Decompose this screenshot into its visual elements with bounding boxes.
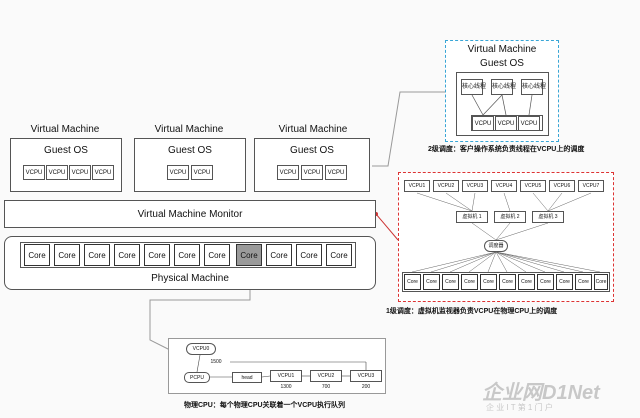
core-8-highlighted: Core bbox=[236, 244, 262, 266]
vm1-vcpu-2: VCPU bbox=[46, 165, 68, 180]
pcpu-queue-1: VCPU1 bbox=[270, 370, 302, 382]
pcpu-head: head bbox=[232, 372, 262, 383]
pcpu-label: PCPU bbox=[184, 372, 210, 383]
pcpu-num-1300: 1300 bbox=[280, 384, 292, 390]
physical-machine-label: Physical Machine bbox=[151, 273, 229, 284]
level1-vcpu-row: VCPU1 VCPU2 VCPU3 VCPU4 VCPU5 VCPU6 VCPU… bbox=[404, 180, 610, 194]
l1-vm-3: 虚拟机 3 bbox=[532, 211, 564, 223]
vm2-guest-os: Guest OS bbox=[168, 145, 212, 156]
l1-core-8: Core bbox=[537, 274, 554, 290]
l1-core-6: Core bbox=[499, 274, 516, 290]
vm3-guest-os: Guest OS bbox=[290, 145, 334, 156]
l1-vcpu-3: VCPU3 bbox=[462, 180, 488, 192]
core-10: Core bbox=[296, 244, 322, 266]
vm1-label: Virtual Machine bbox=[30, 124, 100, 135]
core-3: Core bbox=[84, 244, 110, 266]
vm2-vcpu-1: VCPU bbox=[167, 165, 189, 180]
pcpu-num-200: 200 bbox=[361, 384, 371, 390]
watermark-logo: 企业网D1Net bbox=[482, 382, 600, 404]
vm3-label: Virtual Machine bbox=[278, 124, 348, 135]
vm1-guest-os: Guest OS bbox=[44, 145, 88, 156]
vm1-vcpu-3: VCPU bbox=[69, 165, 91, 180]
pcpu-vcpu0: VCPU0 bbox=[186, 343, 216, 355]
level2-vcpu-1: VCPU bbox=[472, 116, 494, 131]
l1-core-9: Core bbox=[556, 274, 573, 290]
pcpu-num-700: 700 bbox=[321, 384, 331, 390]
pcpu-queue-3: VCPU3 bbox=[350, 370, 382, 382]
pcpu-caption: 物理CPU：每个物理CPU关联着一个VCPU执行队列 bbox=[184, 402, 346, 409]
level2-vm-label: Virtual Machine bbox=[467, 44, 537, 55]
vm2-label: Virtual Machine bbox=[154, 124, 224, 135]
thread-box-3: 核心线程 bbox=[521, 79, 546, 95]
l1-vcpu-6: VCPU6 bbox=[549, 180, 575, 192]
pcpu-panel bbox=[168, 338, 386, 394]
core-6: Core bbox=[174, 244, 200, 266]
pcpu-num-1500: 1500 bbox=[210, 359, 222, 365]
core-2: Core bbox=[54, 244, 80, 266]
level2-vcpu-2: VCPU bbox=[495, 116, 517, 131]
l1-vm-1: 虚拟机 1 bbox=[456, 211, 488, 223]
vm3-vcpu-2: VCPU bbox=[301, 165, 323, 180]
level2-vcpu-3: VCPU bbox=[518, 116, 540, 131]
l1-core-10: Core bbox=[575, 274, 592, 290]
l1-vcpu-2: VCPU2 bbox=[433, 180, 459, 192]
level2-panel: Virtual Machine Guest OS 核心线程 核心线程 核心线程 … bbox=[445, 40, 559, 142]
vm2-box: Guest OS VCPU VCPU bbox=[134, 138, 246, 192]
core-4: Core bbox=[114, 244, 140, 266]
l1-vcpu-7: VCPU7 bbox=[578, 180, 604, 192]
core-7: Core bbox=[204, 244, 230, 266]
vm3-vcpu-3: VCPU bbox=[325, 165, 347, 180]
vm3-vcpu-1: VCPU bbox=[277, 165, 299, 180]
core-5: Core bbox=[144, 244, 170, 266]
l1-vcpu-1: VCPU1 bbox=[404, 180, 430, 192]
vmm-bar: Virtual Machine Monitor bbox=[4, 200, 376, 228]
l1-core-7: Core bbox=[518, 274, 535, 290]
level2-arrows bbox=[471, 94, 533, 116]
vm1-vcpu-1: VCPU bbox=[23, 165, 45, 180]
l1-vcpu-5: VCPU5 bbox=[520, 180, 546, 192]
vmm-label: Virtual Machine Monitor bbox=[137, 209, 243, 220]
l1-core-1: Core bbox=[404, 274, 421, 290]
level2-caption: 2级调度：客户操作系统负责线程在VCPU上的调度 bbox=[428, 146, 585, 153]
l1-vm-2: 虚拟机 2 bbox=[494, 211, 526, 223]
core-9: Core bbox=[266, 244, 292, 266]
vm3-box: Guest OS VCPU VCPU VCPU bbox=[254, 138, 370, 192]
vm1-vcpu-4: VCPU bbox=[92, 165, 114, 180]
level2-guest-os: Guest OS bbox=[480, 58, 524, 69]
l1-core-11: Core bbox=[594, 274, 608, 290]
thread-box-1: 核心线程 bbox=[461, 79, 486, 95]
core-11: Core bbox=[326, 244, 352, 266]
level1-caption: 1级调度：虚拟机监视器负责VCPU在物理CPU上的调度 bbox=[386, 308, 558, 315]
core-1: Core bbox=[24, 244, 50, 266]
pcpu-queue-2: VCPU2 bbox=[310, 370, 342, 382]
thread-box-2: 核心线程 bbox=[491, 79, 516, 95]
watermark-subtitle: 企 业 I T 第 1 门 户 bbox=[486, 403, 553, 412]
l1-core-4: Core bbox=[461, 274, 478, 290]
vm2-vcpu-2: VCPU bbox=[191, 165, 213, 180]
l1-core-3: Core bbox=[442, 274, 459, 290]
l1-core-5: Core bbox=[480, 274, 497, 290]
l1-scheduler: 调度器 bbox=[484, 240, 508, 252]
vm1-box: Guest OS VCPU VCPU VCPU VCPU bbox=[10, 138, 122, 192]
l1-core-2: Core bbox=[423, 274, 440, 290]
l1-vcpu-4: VCPU4 bbox=[491, 180, 517, 192]
